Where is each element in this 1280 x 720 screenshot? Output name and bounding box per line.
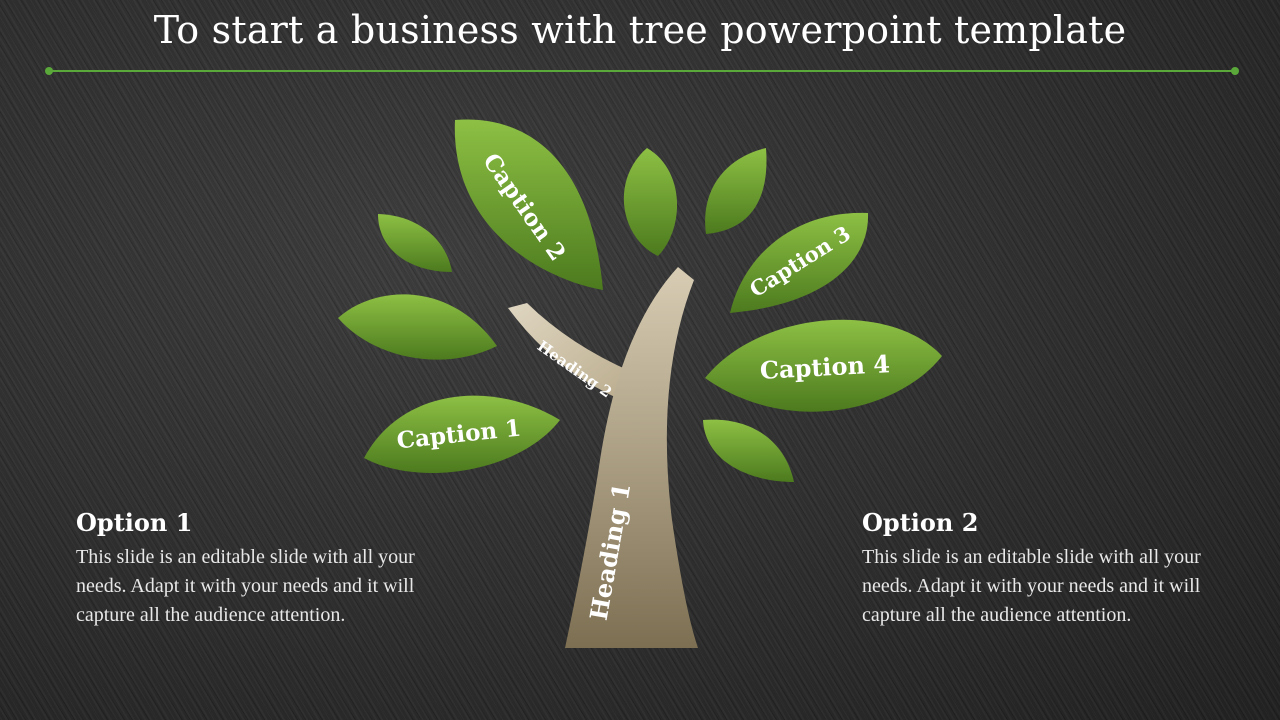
option-1-block: Option 1 This slide is an editable slide… [76, 508, 436, 630]
option-1-heading: Option 1 [76, 508, 193, 537]
leaf-caption-3[interactable] [730, 212, 869, 313]
option-2-text: This slide is an editable slide with all… [862, 546, 1201, 626]
leaf-caption-4[interactable] [705, 319, 942, 412]
leaf-small-bottom-right [703, 419, 794, 482]
caption-4-label: Caption 4 [759, 349, 890, 385]
option-2-heading: Option 2 [862, 508, 979, 537]
leaf-top-center [623, 148, 678, 256]
divider-right-dot [1231, 67, 1239, 75]
option-2-block: Option 2 This slide is an editable slide… [862, 508, 1222, 630]
title-divider [48, 70, 1238, 72]
leaf-mid-left [338, 294, 497, 360]
divider-left-dot [45, 67, 53, 75]
leaf-top-right [705, 148, 767, 234]
slide-title: To start a business with tree powerpoint… [153, 8, 1127, 52]
leaf-small-top-left [378, 214, 452, 272]
option-1-text: This slide is an editable slide with all… [76, 546, 415, 626]
trunk-heading-1 [565, 267, 698, 648]
leaf-caption-2[interactable] [454, 119, 603, 290]
leaf-caption-1[interactable] [364, 395, 560, 474]
branch-heading-2 [508, 303, 632, 402]
